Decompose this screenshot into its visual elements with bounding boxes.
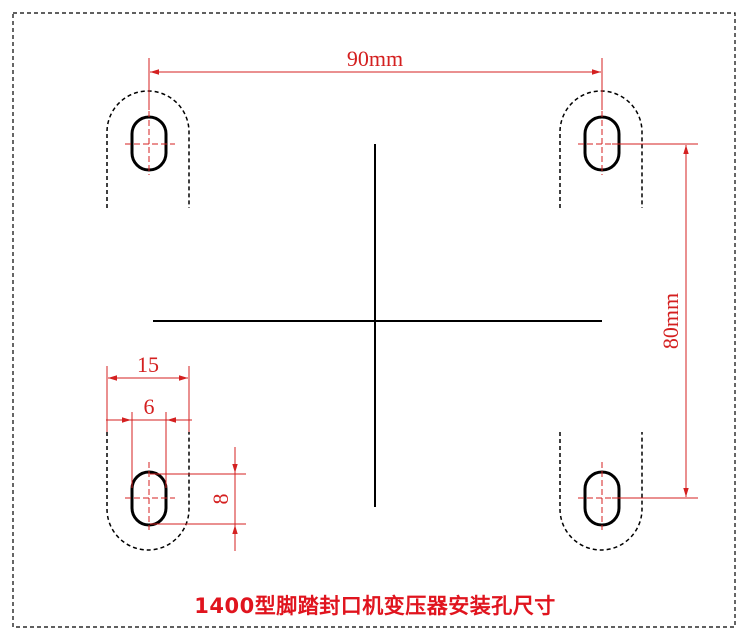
dimension-slot-inner-width — [106, 412, 192, 488]
mount-top-right — [559, 90, 643, 208]
label-slot-inner-width: 6 — [144, 394, 155, 419]
center-cross — [153, 144, 602, 507]
dimension-slot-length — [150, 447, 246, 551]
label-horizontal-spacing: 90mm — [347, 46, 403, 71]
label-slot-length: 8 — [208, 494, 233, 505]
label-slot-outer-width: 15 — [137, 352, 159, 377]
dimension-horizontal-spacing — [148, 58, 603, 110]
label-vertical-spacing: 80mm — [658, 293, 683, 349]
dimension-vertical-spacing — [612, 143, 698, 499]
mount-bottom-right — [559, 432, 643, 551]
mount-bottom-left — [106, 432, 190, 551]
drawing-caption: 1400型脚踏封口机变压器安装孔尺寸 — [194, 594, 556, 618]
dimension-slot-outer-width — [106, 366, 190, 432]
mount-top-left — [106, 90, 190, 208]
drawing-border — [12, 12, 736, 628]
